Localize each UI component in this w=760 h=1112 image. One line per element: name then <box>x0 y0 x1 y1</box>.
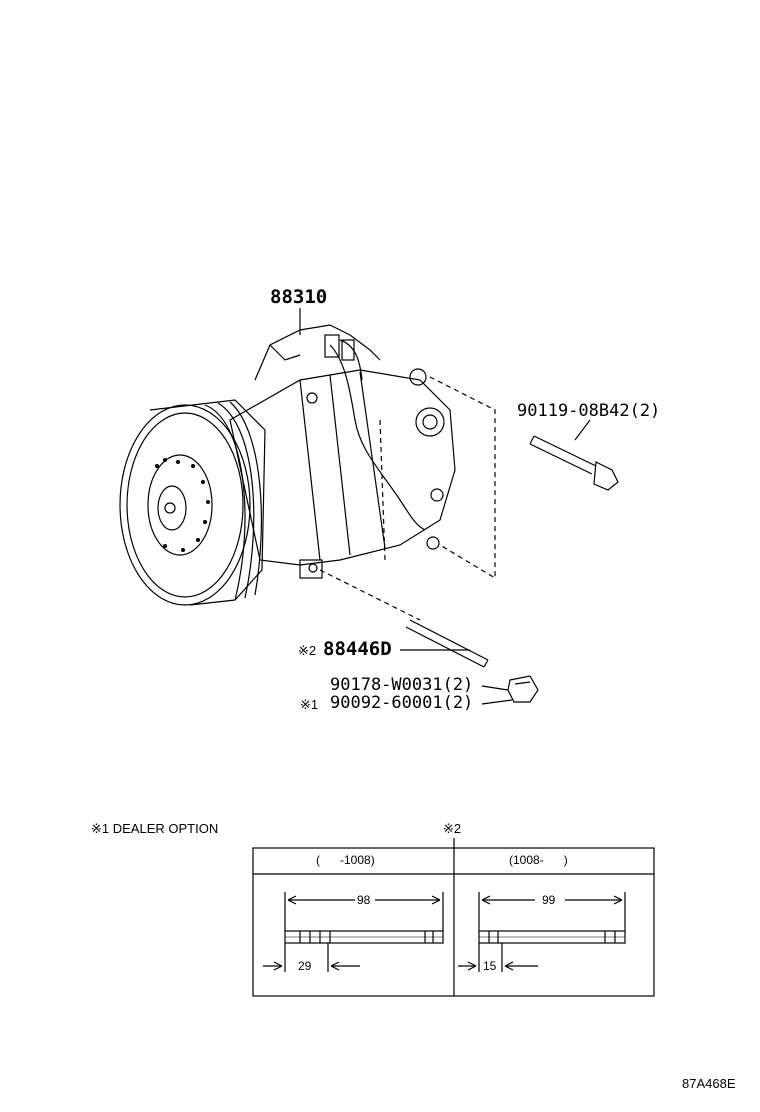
mark-1-label: ※1 <box>300 697 319 712</box>
part-number-90092-60001[interactable]: 90092-60001(2) <box>330 693 474 713</box>
left-length-value: 98 <box>357 893 371 907</box>
bolt-illustration <box>529 419 619 491</box>
compressor-illustration <box>119 324 456 606</box>
part-number-90178-w0031[interactable]: 90178-W0031(2) <box>330 675 474 695</box>
right-thread-value: 15 <box>483 959 497 973</box>
nut-illustration <box>481 675 539 705</box>
figure-id: 87A468E <box>682 1076 736 1091</box>
mark-2-label: ※2 <box>298 643 317 658</box>
spec-table <box>252 838 655 997</box>
mark-2-note: ※2 <box>443 821 462 836</box>
right-column-header: (1008- ) <box>509 853 568 867</box>
left-column-header: ( -1008) <box>316 853 375 867</box>
part-number-88446d[interactable]: 88446D <box>323 638 392 660</box>
dealer-option-note: ※1 DEALER OPTION <box>91 821 219 836</box>
part-number-88310[interactable]: 88310 <box>270 286 328 308</box>
mounting-dashes <box>319 376 496 621</box>
stud-illustration <box>400 619 489 668</box>
right-length-value: 99 <box>542 893 556 907</box>
part-number-90119-08b42[interactable]: 90119-08B42(2) <box>517 401 661 421</box>
left-thread-value: 29 <box>298 959 312 973</box>
